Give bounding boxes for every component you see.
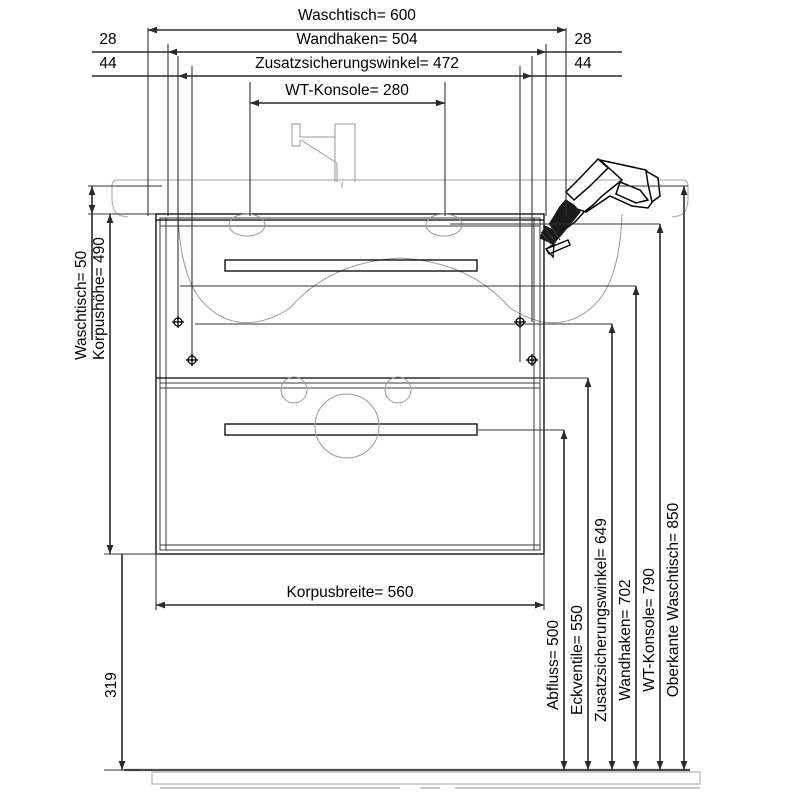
dim-label-zusatzsicherungswinkel-hoehe: Zusatzsicherungswinkel= 649 <box>593 518 610 722</box>
dim-label-waschtisch-breite: Waschtisch= 600 <box>298 7 416 24</box>
dim-label-wandhaken-breite: Wandhaken= 504 <box>296 31 418 48</box>
arrow-left-icon <box>545 239 571 259</box>
dim-abfluss: Abfluss= 500 <box>545 430 568 770</box>
dim-label-wandhaken-hoehe: Wandhaken= 702 <box>617 579 634 700</box>
dim-label-abfluss: Abfluss= 500 <box>545 620 562 710</box>
vanity-cabinet <box>155 213 545 555</box>
extension-lines-top <box>147 28 567 362</box>
dim-label-offset-right-bottom: 44 <box>574 55 592 72</box>
dim-wt-konsole-breite: WT-Konsole= 280 <box>250 82 445 107</box>
faucet-icon <box>291 123 356 188</box>
mounting-point-marker <box>172 316 538 366</box>
dim-zusatzsicherungswinkel-breite: Zusatzsicherungswinkel= 472 44 44 <box>92 55 622 80</box>
dim-label-zusatzsicherungswinkel-breite: Zusatzsicherungswinkel= 472 <box>255 55 459 72</box>
dim-waschtisch-breite: Waschtisch= 600 <box>148 7 566 34</box>
dim-label-korpushoehe: Korpushöhe= 490 <box>91 237 108 360</box>
dim-wandhaken-breite: Wandhaken= 504 28 28 <box>92 31 622 56</box>
dim-label-offset-right-top: 28 <box>574 31 591 48</box>
glue-gun-icon <box>539 157 661 259</box>
dim-label-wt-konsole-breite: WT-Konsole= 280 <box>285 82 409 99</box>
dim-eckventile: Eckventile= 550 <box>569 378 592 770</box>
lower-drawer-front <box>224 423 478 436</box>
dim-label-wt-konsole-hoehe: WT-Konsole= 790 <box>641 568 658 692</box>
plumbing-cutouts <box>228 213 463 459</box>
dim-label-offset-left-bottom: 44 <box>99 55 117 72</box>
dim-waschtisch-hoehe: Waschtisch= 50 <box>73 186 96 360</box>
dim-zusatzsicherungswinkel-hoehe: Zusatzsicherungswinkel= 649 <box>593 324 616 770</box>
dim-label-waschtisch-hoehe: Waschtisch= 50 <box>73 250 90 360</box>
dim-label-oberkante-waschtisch: Oberkante Waschtisch= 850 <box>665 502 682 697</box>
upper-drawer-front <box>224 259 478 272</box>
dim-wandhaken-hoehe: Wandhaken= 702 <box>617 286 640 770</box>
dim-korpushoehe: Korpushöhe= 490 <box>91 214 114 554</box>
dim-label-eckventile: Eckventile= 550 <box>569 605 586 715</box>
dim-bodenabstand: 319 <box>103 554 126 770</box>
dim-oberkante-waschtisch: Oberkante Waschtisch= 850 <box>665 186 688 770</box>
dim-label-offset-left-top: 28 <box>99 31 116 48</box>
dim-label-bodenabstand: 319 <box>103 672 120 698</box>
floor-line <box>124 768 701 789</box>
extension-lines-right <box>180 185 688 431</box>
dim-korpusbreite: Korpusbreite= 560 <box>155 554 545 610</box>
dim-label-korpusbreite: Korpusbreite= 560 <box>286 584 413 601</box>
dim-wt-konsole-hoehe: WT-Konsole= 790 <box>641 224 664 770</box>
